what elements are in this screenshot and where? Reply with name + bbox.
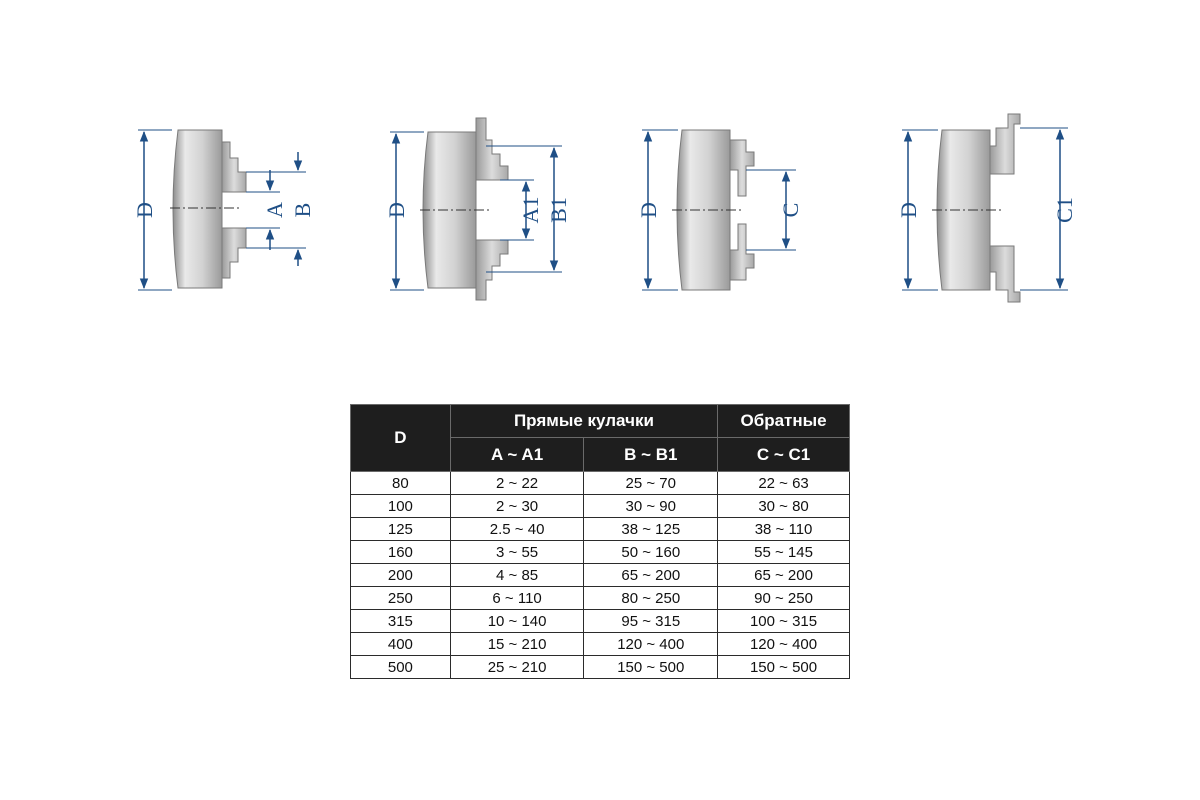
cell-a-a1: 3 ~ 55 [449,540,585,564]
cell-d: 125 [350,517,451,541]
dimension-label-d: D [896,202,921,218]
cell-b-b1: 150 ~ 500 [583,655,719,679]
cell-d: 100 [350,494,451,518]
cell-d: 500 [350,655,451,679]
cell-d: 400 [350,632,451,656]
dimension-label-a: A [262,202,287,218]
cell-c-c1: 90 ~ 250 [717,586,850,610]
cell-b-b1: 95 ~ 315 [583,609,719,633]
cell-c-c1: 38 ~ 110 [717,517,850,541]
cell-d: 80 [350,471,451,495]
cell-c-c1: 30 ~ 80 [717,494,850,518]
jaw-lower [221,227,247,279]
header-c-c1: C ~ C1 [717,437,850,472]
header-d: D [350,404,451,472]
cell-b-b1: 50 ~ 160 [583,540,719,564]
dimension-label-a1: A1 [518,197,543,224]
cell-d: 160 [350,540,451,564]
cell-a-a1: 15 ~ 210 [449,632,585,656]
cell-a-a1: 4 ~ 85 [449,563,585,587]
header-a-a1: A ~ A1 [449,437,585,472]
cell-d: 250 [350,586,451,610]
dimension-label-d: D [132,202,157,218]
chuck-drawing-direct-ab: D A B [130,100,370,320]
cell-b-b1: 38 ~ 125 [583,517,719,541]
chuck-drawing-reverse-c1: D C1 [896,100,1136,320]
cell-b-b1: 30 ~ 90 [583,494,719,518]
dimension-label-d: D [384,202,409,218]
cell-d: 315 [350,609,451,633]
cell-c-c1: 65 ~ 200 [717,563,850,587]
jaw-lower [475,239,509,301]
cell-a-a1: 10 ~ 140 [449,609,585,633]
cell-b-b1: 80 ~ 250 [583,586,719,610]
cell-c-c1: 55 ~ 145 [717,540,850,564]
cell-a-a1: 2 ~ 22 [449,471,585,495]
header-b-b1: B ~ B1 [583,437,719,472]
dimension-label-b1: B1 [546,197,571,223]
cell-c-c1: 150 ~ 500 [717,655,850,679]
jaw-lower [729,223,755,281]
cell-c-c1: 120 ~ 400 [717,632,850,656]
chuck-drawing-direct-a1b1: D A1 B1 [384,100,624,320]
jaw-upper [989,113,1021,175]
cell-b-b1: 120 ~ 400 [583,632,719,656]
jaw-upper [475,117,509,181]
cell-a-a1: 2.5 ~ 40 [449,517,585,541]
jaw-upper [221,141,247,193]
cell-c-c1: 22 ~ 63 [717,471,850,495]
dimension-label-b: B [290,203,315,218]
jaw-range-table: D Прямые кулачки Обратные A ~ A1 B ~ B1 … [350,404,850,679]
cell-a-a1: 2 ~ 30 [449,494,585,518]
dimension-label-d: D [636,202,661,218]
cell-b-b1: 65 ~ 200 [583,563,719,587]
dimension-label-c1: C1 [1052,197,1077,223]
jaw-lower [989,245,1021,303]
cell-d: 200 [350,563,451,587]
cell-b-b1: 25 ~ 70 [583,471,719,495]
header-direct-jaws: Прямые кулачки [449,404,719,438]
header-reverse-jaws: Обратные [717,404,850,438]
cell-a-a1: 6 ~ 110 [449,586,585,610]
cell-c-c1: 100 ~ 315 [717,609,850,633]
chuck-drawing-reverse-c: D C [636,100,876,320]
jaw-upper [729,139,755,197]
chuck-body [172,129,223,289]
cell-a-a1: 25 ~ 210 [449,655,585,679]
dimension-label-c: C [778,203,803,218]
chuck-body [422,131,477,289]
